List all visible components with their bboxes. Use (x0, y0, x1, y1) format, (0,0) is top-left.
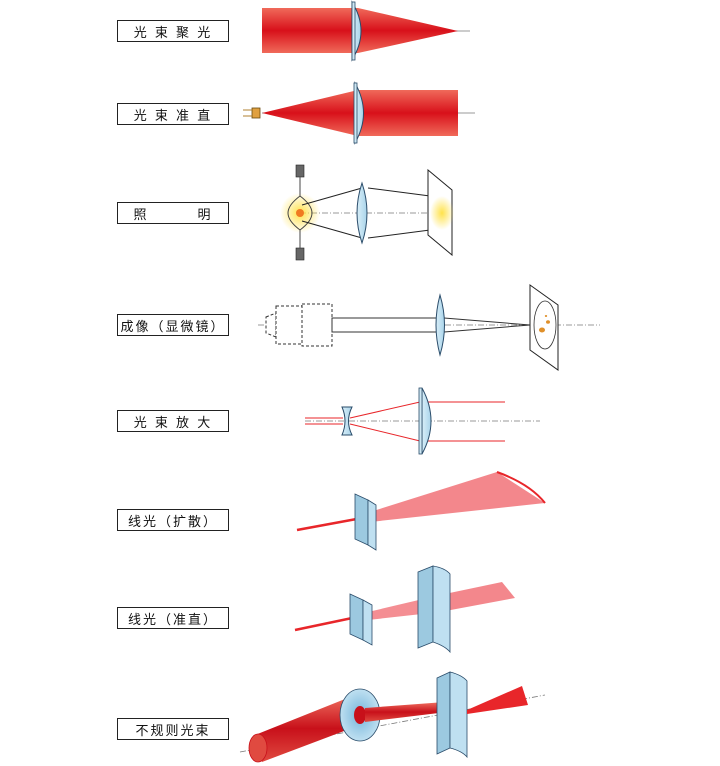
row-line-light-diffusion (296, 471, 546, 551)
label-imaging-microscope: 成像（显微镜） (117, 314, 229, 336)
fan-beam (370, 472, 545, 522)
ray (443, 324, 531, 333)
laser-diode-icon (243, 107, 261, 119)
row-beam-collimation (243, 81, 475, 145)
label-illumination: 照 明 (117, 202, 229, 224)
diverging-beam (262, 90, 358, 136)
irregular-beam-tube (255, 695, 360, 762)
cylindrical-lens-small (349, 593, 373, 646)
specimen-cell (544, 315, 548, 317)
concave-lens (341, 406, 353, 436)
row-irregular-beam (239, 671, 546, 763)
label-irregular-beam: 不规则光束 (117, 718, 229, 740)
collimated-beam (358, 90, 458, 136)
diverging-ray (349, 401, 421, 419)
collimated-sheet (440, 582, 515, 612)
lens-edge (353, 82, 358, 144)
microscope-tube (331, 317, 439, 333)
row-line-light-collimation (294, 565, 515, 654)
shaped-beam (365, 702, 447, 722)
ray (301, 220, 363, 239)
collimated-beam (262, 8, 358, 53)
specimen-slide (529, 284, 559, 371)
row-beam-focusing (262, 0, 470, 62)
specimen-cell (539, 327, 545, 333)
cylindrical-lens (354, 493, 377, 551)
convex-lens (421, 387, 432, 455)
ray (367, 229, 431, 239)
output-fan-beam (467, 686, 528, 714)
label-beam-collimation: 光 束 准 直 (117, 103, 229, 125)
specimen-cell (546, 320, 550, 324)
label-beam-expansion: 光 束 放 大 (117, 410, 229, 432)
ray (301, 187, 363, 206)
lamp-icon (280, 164, 320, 261)
laser-line (294, 615, 358, 632)
lens-edge (351, 1, 356, 61)
ray (443, 317, 531, 326)
label-line-light-diffusion: 线光（扩散） (117, 509, 229, 531)
objective-lens (435, 293, 445, 357)
label-line-light-collimation: 线光（准直） (117, 607, 229, 629)
lens-edge (418, 387, 423, 455)
row-illumination (280, 164, 454, 261)
focused-beam (358, 8, 458, 53)
label-beam-focusing: 光 束 聚 光 (117, 20, 229, 42)
cylindrical-lens-large (417, 565, 451, 654)
fan-edge (496, 471, 546, 504)
cylindrical-lens (436, 671, 468, 759)
laser-line (296, 516, 363, 532)
light-spot (430, 196, 454, 230)
biconvex-lens (356, 181, 368, 245)
row-beam-expansion (305, 387, 540, 455)
ray (367, 187, 431, 197)
diverging-ray (349, 423, 421, 442)
row-imaging-microscope (258, 284, 600, 371)
specimen-field (533, 300, 557, 350)
microscope-body-icon (265, 303, 333, 347)
beam-cross-section (248, 733, 268, 763)
beam-through-ring (354, 706, 366, 724)
